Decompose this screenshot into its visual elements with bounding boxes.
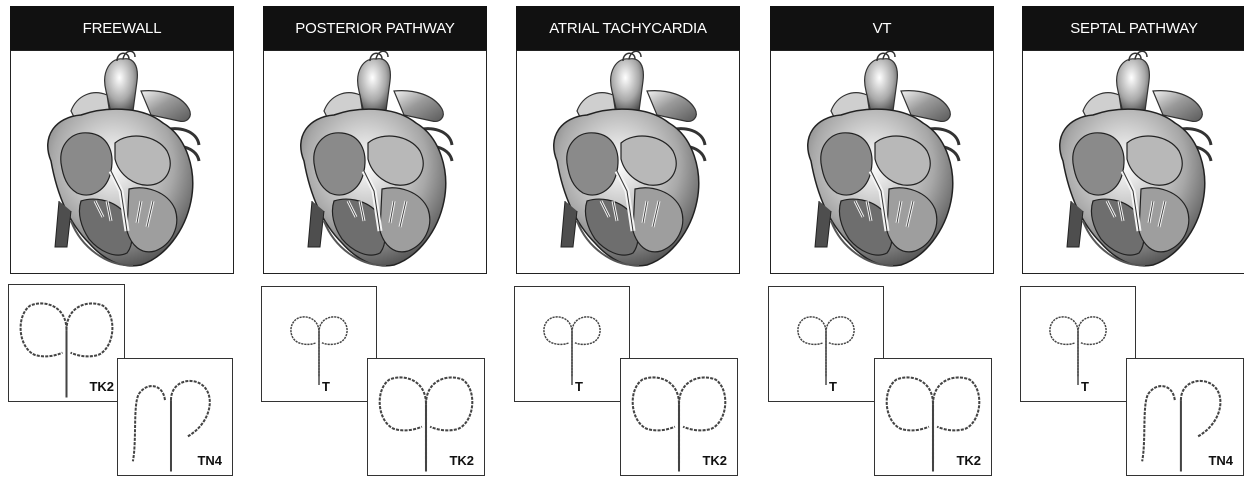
panel-column: SEPTAL PATHWAY T TN4 [1022, 0, 1244, 478]
catheter-curve-card: T [514, 286, 630, 402]
panel-column: FREEWALL TK2TN4 [10, 0, 234, 478]
catheter-curve-card: TK2 [874, 358, 992, 476]
catheter-label: T [1081, 379, 1089, 394]
catheter-curve-card: TN4 [1126, 358, 1244, 476]
catheter-label: TK2 [702, 453, 727, 468]
catheter-label: T [322, 379, 330, 394]
panel-title: ATRIAL TACHYCARDIA [516, 6, 740, 50]
catheter-curve-card: TK2 [367, 358, 485, 476]
panel-title: FREEWALL [10, 6, 234, 50]
heart-illustration [770, 50, 994, 274]
catheter-curve-card: TK2 [8, 284, 125, 402]
panel-column: ATRIAL TACHYCARDIA T TK2 [516, 0, 740, 478]
catheter-label: T [575, 379, 583, 394]
catheter-curve-card: TK2 [620, 358, 738, 476]
catheter-label: TN4 [1208, 453, 1233, 468]
catheter-curve-card: T [768, 286, 884, 402]
catheter-label: TK2 [956, 453, 981, 468]
panel-title: POSTERIOR PATHWAY [263, 6, 487, 50]
catheter-curve-card: T [261, 286, 377, 402]
panel-title: SEPTAL PATHWAY [1022, 6, 1244, 50]
panel-column: POSTERIOR PATHWAY T TK2 [263, 0, 487, 478]
catheter-label: TK2 [89, 379, 114, 394]
heart-illustration [516, 50, 740, 274]
catheter-label: TK2 [449, 453, 474, 468]
panel-title: VT [770, 6, 994, 50]
catheter-curve-card: TN4 [117, 358, 233, 476]
catheter-label: TN4 [197, 453, 222, 468]
heart-illustration [1022, 50, 1244, 274]
catheter-label: T [829, 379, 837, 394]
heart-illustration [263, 50, 487, 274]
catheter-curve-card: T [1020, 286, 1136, 402]
panel-column: VT T TK2 [770, 0, 994, 478]
heart-illustration [10, 50, 234, 274]
